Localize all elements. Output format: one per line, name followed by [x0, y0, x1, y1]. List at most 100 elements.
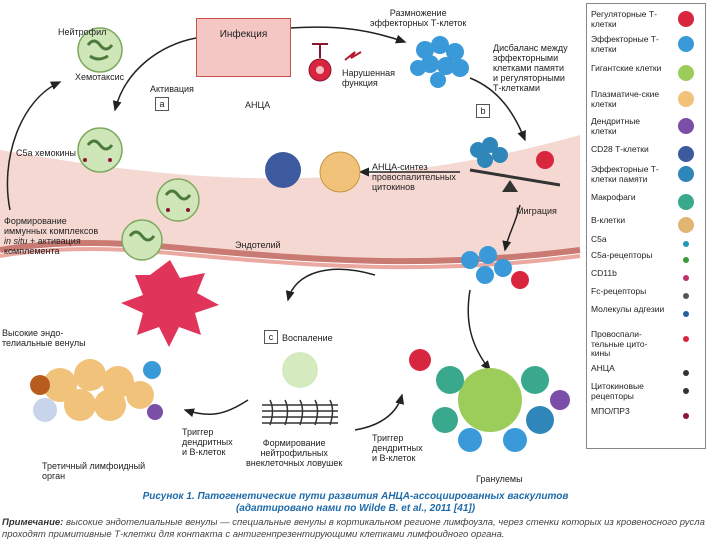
activation-label: Активация	[150, 84, 194, 94]
legend-item-label: С5а-рецепторы	[591, 250, 653, 260]
legend-item-label: В-клетки	[591, 215, 626, 225]
legend-item: В-клетки	[587, 215, 705, 233]
endothelium-label: Эндотелий	[235, 240, 281, 250]
imbalance-label: Дисбаланс между эффекторными клетками па…	[493, 43, 568, 93]
granulomas-label: Гранулемы	[476, 474, 523, 484]
migrating-cells	[461, 246, 529, 289]
figure-caption-subtitle: (адаптировано нами по Wilde B. et al., 2…	[235, 503, 476, 514]
migration-label: Миграция	[516, 206, 557, 216]
hev-label: Высокие эндо- телиальные венулы	[2, 328, 86, 348]
legend-item-label: Молекулы адгезии	[591, 304, 665, 314]
effector-t-cell-cluster	[410, 36, 469, 88]
mpo-pr3-icon	[675, 407, 697, 432]
legend-item: Гигантские клетки	[587, 63, 705, 84]
arrow-to-granulomas	[354, 393, 405, 431]
giant-cell-icon	[675, 64, 697, 89]
infection-label: Инфекция	[219, 29, 268, 40]
box-c: c	[264, 330, 278, 344]
adhesion-molecule-icon	[675, 305, 697, 330]
neutrophil-cell	[77, 127, 123, 173]
cytokine-receptor-icon	[675, 382, 697, 407]
trigger-right-label: Триггер дендритных и В-клеток	[372, 433, 423, 463]
fc-receptor-icon	[675, 287, 697, 312]
note-text: высокие эндотелиальные венулы — специаль…	[2, 517, 705, 540]
c5a-receptor-icon	[675, 251, 697, 276]
plasma-cell-icon	[675, 90, 697, 115]
neutrophil-cell	[121, 219, 163, 261]
tertiary-organ-label: Третичный лимфоидный орган	[42, 461, 146, 481]
tertiary-lymphoid-cluster	[30, 359, 163, 422]
t-expansion-label: Размножение эффекторных Т-клеток	[370, 8, 467, 28]
arrow-to-tertiary	[183, 399, 249, 418]
legend-item-label: Эффекторные Т-клетки памяти	[591, 164, 659, 184]
box-b: b	[476, 104, 490, 118]
cd28-t-cell-icon	[675, 145, 697, 170]
legend-item-label: Макрофаги	[591, 192, 636, 202]
memory-t-cell-icon	[675, 165, 697, 190]
neutrophil-cell	[77, 27, 123, 73]
net-formation-label: Формирование нейтрофильных внеклеточных …	[246, 438, 343, 468]
legend-item-label: Гигантские клетки	[591, 63, 662, 73]
legend-item: Молекулы адгезии	[587, 304, 705, 325]
b-cell-icon	[675, 216, 697, 241]
legend-item: Регуляторные Т-клетки	[587, 9, 705, 30]
dendritic-cell-icon	[675, 117, 697, 142]
legend-item-label: АНЦА	[591, 363, 615, 373]
cd11b-icon	[675, 269, 697, 294]
arrow-infection-to-neutrophil	[112, 37, 197, 112]
legend-item: Макрофаги	[587, 192, 705, 211]
legend-item: Дендритные клетки	[587, 116, 705, 137]
legend-item: CD28 Т-клетки	[587, 144, 705, 162]
anca-icon	[675, 364, 697, 389]
effector-t-cell-icon	[675, 35, 697, 60]
box-a: a	[155, 97, 169, 111]
note-label: Примечание:	[2, 517, 64, 528]
legend-item-label: С5а	[591, 234, 607, 244]
chemotaxis-label: Хемотаксис	[75, 72, 125, 82]
figure-caption-title: Рисунок 1. Патогенетические пути развити…	[142, 491, 569, 502]
legend-item: Эффекторные Т-клетки памяти	[587, 164, 705, 190]
anca-top-label: АНЦА	[245, 100, 271, 110]
legend-item: С5а-рецепторы	[587, 250, 705, 265]
lightning-icon	[344, 51, 362, 61]
c5a-chemokines-label: С5а хемокины	[16, 148, 77, 158]
legend-item: Эффекторные Т-клетки	[587, 34, 705, 55]
legend-item-label: Fc-рецепторы	[591, 286, 647, 296]
legend-item: Fc-рецепторы	[587, 286, 705, 301]
legend-item: Плазматиче-ские клетки	[587, 89, 705, 115]
legend-item-label: МПО/ПР3	[591, 406, 630, 416]
legend-item-label: CD28 Т-клетки	[591, 144, 649, 154]
arrow-complex-to-neutrophil	[6, 81, 62, 211]
arrow-infection-to-expansion	[289, 26, 407, 44]
neutrophil-cell	[156, 178, 200, 222]
anca-synthesis-label: АНЦА-синтез провоспалительных цитокинов	[372, 162, 456, 192]
macrophage-icon	[675, 193, 697, 218]
arrow-inflammation	[285, 268, 376, 302]
legend-item: МПО/ПР3	[587, 406, 705, 421]
treg-cell	[308, 43, 332, 82]
cytokine-icon	[675, 330, 697, 355]
c5a-icon	[675, 235, 697, 260]
arrow-migration	[502, 204, 521, 252]
treg-cell-icon	[675, 10, 697, 35]
legend-item: С5а	[587, 234, 705, 249]
legend-item-label: Плазматиче-ские клетки	[591, 89, 660, 109]
arrow-to-granulomas-b	[467, 289, 491, 372]
legend-item: АНЦА	[587, 363, 705, 378]
infection-box: Инфекция	[196, 18, 291, 77]
legend-item: Цитокиновые рецепторы	[587, 381, 705, 407]
legend-item-label: Провоспали-тельные цито-кины	[591, 329, 648, 358]
imbalance-scale	[469, 137, 561, 192]
trigger-left-label: Триггер дендритных и В-клеток	[182, 427, 233, 457]
figure-note: Примечание: высокие эндотелиальные венул…	[2, 517, 710, 541]
b-cell-pair	[265, 151, 361, 193]
legend-item-label: Цитокиновые рецепторы	[591, 381, 644, 401]
legend-item-label: CD11b	[591, 268, 617, 278]
neutrophil-label: Нейтрофил	[58, 27, 107, 37]
legend-item-label: Регуляторные Т-клетки	[591, 9, 657, 29]
impaired-function-label: Нарушенная функция	[342, 68, 395, 88]
granuloma-cluster	[409, 349, 570, 452]
legend-item: Провоспали-тельные цито-кины	[587, 329, 705, 360]
